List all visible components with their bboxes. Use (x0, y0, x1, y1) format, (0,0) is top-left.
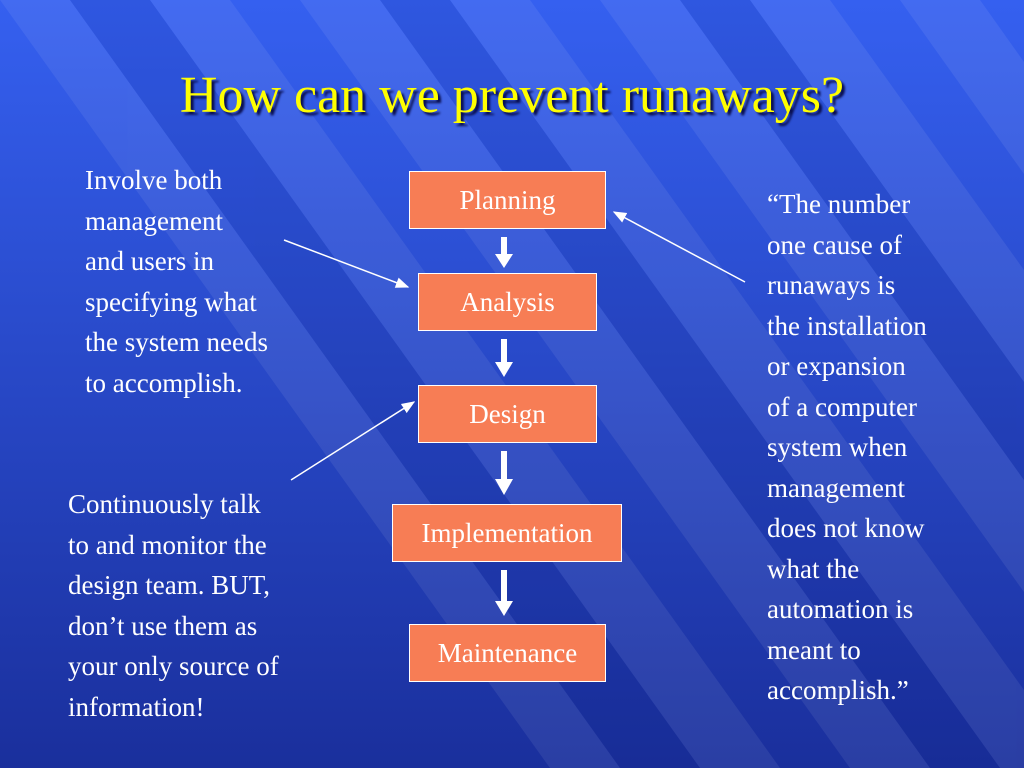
pointer-arrow-to-design (290, 401, 416, 481)
flow-arrow-implementation-maintenance (495, 570, 513, 616)
step-label-analysis: Analysis (460, 286, 555, 317)
step-label-planning: Planning (459, 184, 556, 215)
note-involve-users: Involve both management and users in spe… (85, 165, 268, 398)
flow-arrow-planning-analysis (495, 237, 513, 268)
step-label-maintenance: Maintenance (437, 637, 578, 668)
step-label-design: Design (469, 398, 546, 429)
step-label-implementation: Implementation (421, 517, 593, 548)
flow-arrow-design-implementation (495, 451, 513, 495)
note-runaway-quote: “The number one cause of runaways is the… (767, 189, 927, 705)
step-box-analysis: Analysis (418, 273, 597, 331)
step-box-planning: Planning (409, 171, 606, 229)
step-box-design: Design (418, 385, 597, 443)
slide-title: How can we prevent runaways? (179, 67, 845, 124)
step-box-maintenance: Maintenance (409, 624, 606, 682)
flow-arrow-analysis-design (495, 339, 513, 377)
step-box-implementation: Implementation (392, 504, 622, 562)
note-monitor-design-team: Continuously talk to and monitor the des… (68, 489, 279, 722)
pointer-arrow-to-analysis (283, 239, 410, 288)
pointer-arrow-to-planning (612, 211, 746, 283)
